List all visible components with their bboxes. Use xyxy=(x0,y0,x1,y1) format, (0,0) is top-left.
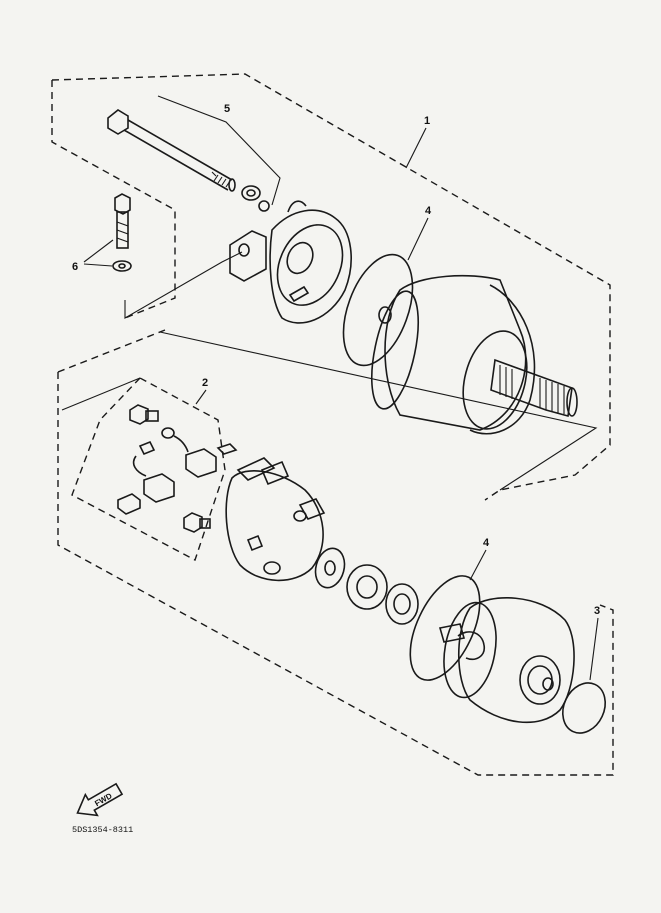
armature-yoke xyxy=(370,274,536,435)
callout-2-leader xyxy=(195,389,207,405)
callout-4-lower: 4 xyxy=(483,537,490,549)
brush-lead-upper xyxy=(161,427,189,453)
brush-holder-plate xyxy=(225,457,326,582)
bearing xyxy=(346,564,388,610)
drawing-code: 5DS1354-8311 xyxy=(72,825,133,835)
fwd-arrow-icon: FWD xyxy=(76,782,124,817)
group-boundary-upper xyxy=(51,73,611,501)
callout-1: 1 xyxy=(424,115,430,127)
bolt-o-ring-small xyxy=(258,200,270,212)
callout-4b-leader xyxy=(469,549,487,581)
brush-upper xyxy=(185,443,238,478)
leader-line-kit xyxy=(61,377,141,411)
callout-2: 2 xyxy=(202,377,208,389)
callout-6-leader-b xyxy=(83,263,113,267)
callout-1-leader xyxy=(405,127,427,169)
callout-3-leader xyxy=(589,617,599,681)
front-cover xyxy=(438,597,575,724)
callout-4-upper: 4 xyxy=(425,205,432,217)
o-ring-front xyxy=(562,682,606,734)
group-boundary-lower xyxy=(57,372,614,776)
armature-shaft xyxy=(490,358,578,418)
bolt-washer xyxy=(241,185,261,201)
brush-terminal-bolt-bottom xyxy=(183,512,211,533)
callout-4a-leader xyxy=(407,217,429,261)
brush-terminal-bolt-top xyxy=(129,404,159,425)
rear-cover xyxy=(229,200,352,324)
callout-6: 6 xyxy=(72,261,78,273)
o-ring-upper xyxy=(342,253,414,367)
brush-lead-lower xyxy=(132,440,156,477)
o-ring-lower xyxy=(409,575,481,681)
callout-5: 5 xyxy=(224,103,230,115)
brush-spring-screw xyxy=(117,493,141,515)
leader-line-upper xyxy=(124,251,243,319)
brush-kit-boundary xyxy=(71,377,226,562)
leader-line-armature xyxy=(159,331,598,491)
mounting-screw xyxy=(114,193,131,249)
callout-5-bracket xyxy=(157,95,281,206)
through-bolt xyxy=(107,109,236,192)
group-boundary-upper-left xyxy=(51,80,176,319)
callout-6-leader-a xyxy=(83,239,114,263)
screw-washer xyxy=(112,260,132,272)
thrust-washer xyxy=(314,547,346,589)
oil-seal xyxy=(385,583,419,625)
callout-3: 3 xyxy=(594,605,600,617)
brush-lower xyxy=(143,473,175,503)
group-boundary-lower-top xyxy=(57,329,166,373)
